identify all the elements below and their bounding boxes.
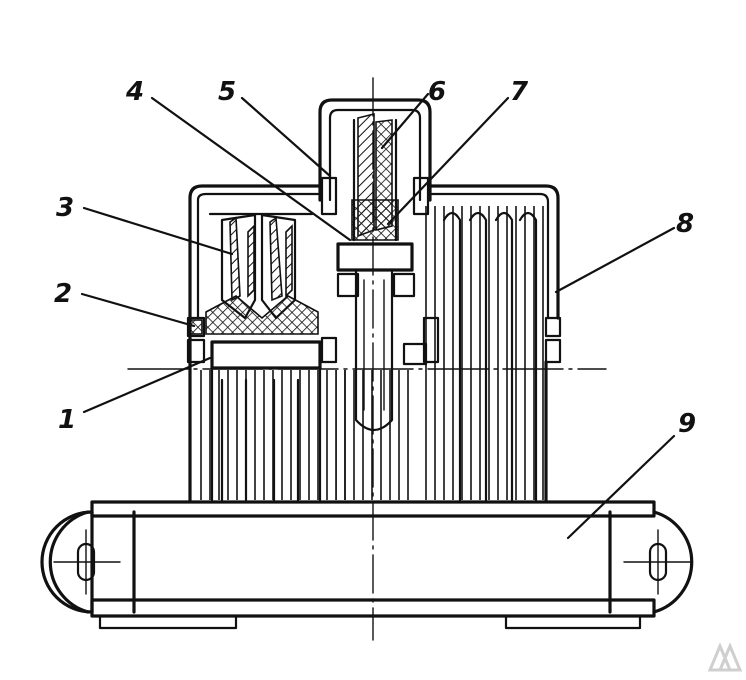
base-frame (40, 500, 694, 630)
callout-4-label: 4 (125, 77, 144, 107)
callout-5: 5 (218, 77, 332, 178)
left-mounting-hole (53, 529, 121, 595)
callout-6-label: 6 (428, 77, 446, 107)
callout-3: 3 (56, 193, 234, 256)
center-disk (351, 112, 399, 242)
callout-9: 9 (566, 409, 696, 540)
right-mounting-hole (623, 529, 693, 595)
callout-7-label: 7 (510, 77, 529, 107)
left-shaft (210, 336, 338, 370)
callout-1-label: 1 (58, 405, 76, 435)
callout-1: 1 (58, 356, 212, 435)
left-motor-housing (188, 184, 346, 502)
callout-2-label: 2 (54, 279, 72, 309)
left-bearing (186, 316, 206, 364)
callout-3-label: 3 (56, 193, 74, 223)
callout-7: 7 (386, 77, 529, 226)
callout-4: 4 (125, 77, 352, 242)
callout-5-label: 5 (218, 77, 236, 107)
callout-8: 8 (554, 209, 694, 294)
left-impeller (205, 212, 319, 335)
callout-8-label: 8 (676, 209, 694, 239)
callout-2: 2 (54, 279, 196, 328)
logo-mark-icon (708, 642, 742, 672)
callout-9-label: 9 (678, 409, 696, 439)
callout-6: 6 (380, 77, 446, 150)
center-fins (336, 370, 416, 500)
right-motor-housing (402, 184, 562, 502)
